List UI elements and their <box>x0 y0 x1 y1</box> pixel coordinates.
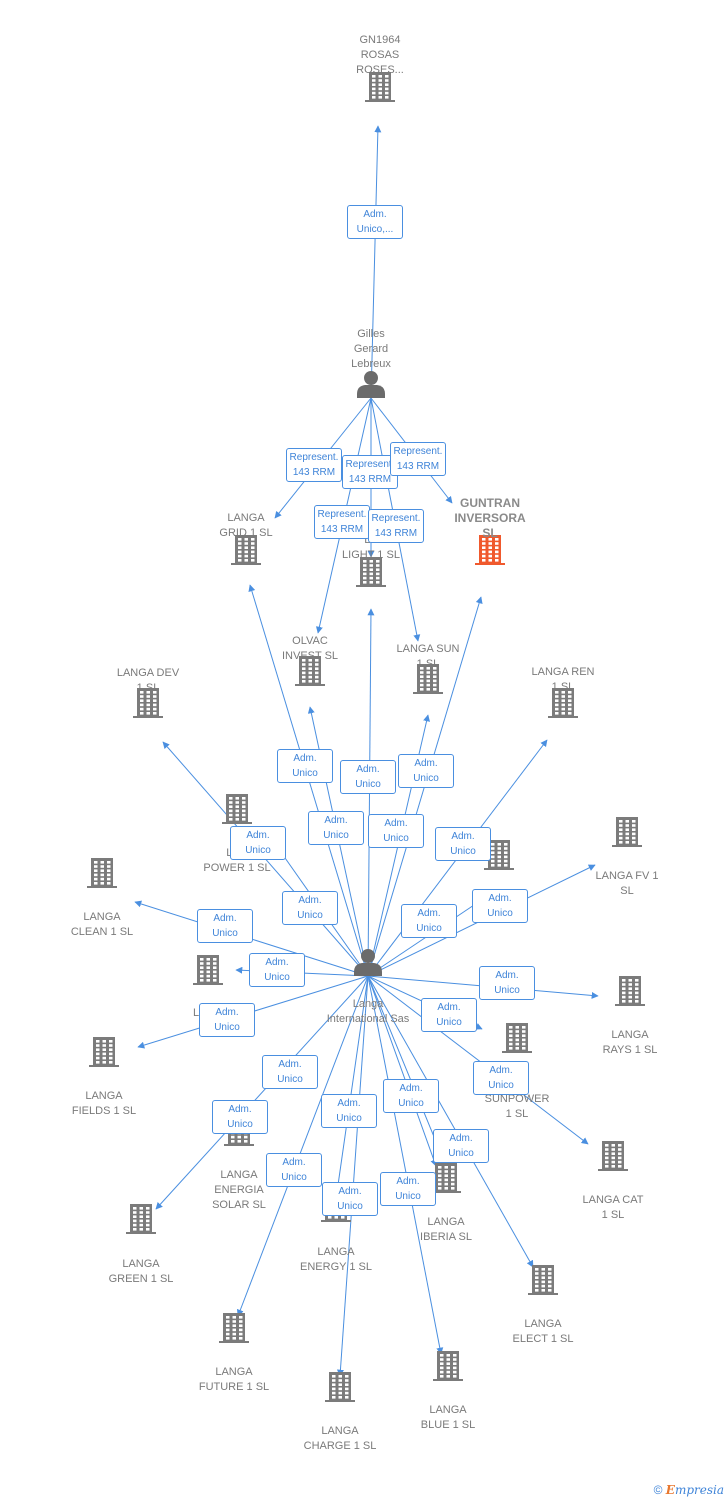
building-icon-olvac[interactable] <box>295 656 325 686</box>
edge-label-langa_grid: Represent. 143 RRM <box>286 448 342 482</box>
building-icon-langa_fv[interactable] <box>612 817 642 847</box>
edge-label-langa_blue: Adm. Unico <box>380 1172 436 1206</box>
edge-label-langa_elect: Adm. Unico <box>322 1182 378 1216</box>
node-label-gn1964[interactable]: GN1964 ROSAS ROSES... <box>356 34 404 76</box>
edge-label-langa_sun: Adm. Unico <box>368 814 424 848</box>
building-icon-langa_grid[interactable] <box>231 535 261 565</box>
building-icon-guntran[interactable] <box>475 535 505 565</box>
node-label-langa_green[interactable]: LANGA GREEN 1 SL <box>108 1258 174 1285</box>
building-icon-langa_green[interactable] <box>126 1204 156 1234</box>
node-label-olvac[interactable]: OLVAC INVEST SL <box>281 635 339 662</box>
building-icon-langa_elect[interactable] <box>528 1265 558 1295</box>
edge-label-langa_future: Adm. Unico <box>433 1129 489 1163</box>
edge-label-langa_green: Adm. Unico <box>212 1100 268 1134</box>
edge-label-langa_energy: Adm. Unico <box>262 1055 318 1089</box>
edge-label-langa_light: Adm. Unico <box>340 760 396 794</box>
edge-langa_intl-to-langa_green <box>155 975 369 1210</box>
building-icon-langa_sun[interactable] <box>413 664 443 694</box>
edge-label-langa_grid: Adm. Unico <box>277 749 333 783</box>
edge-label-langa_power: Adm. Unico <box>282 891 338 925</box>
person-icon-gilles[interactable] <box>357 371 385 398</box>
edge-langa_intl-to-langa_cat <box>367 975 589 1145</box>
edge-langa_intl-to-langa_elect <box>367 975 534 1268</box>
building-icon-langa_ren[interactable] <box>548 688 578 718</box>
edge-langa_intl-to-langa_blue <box>367 975 444 1355</box>
node-label-guntran[interactable]: GUNTRAN INVERSORA SL <box>454 496 526 540</box>
building-icon-langa_rays[interactable] <box>615 976 645 1006</box>
edge-label-langa_charge: Adm. Unico <box>266 1153 322 1187</box>
node-label-langa_future[interactable]: LANGA FUTURE 1 SL <box>198 1366 270 1393</box>
edge-label-langa_rays: Adm. Unico <box>479 966 535 1000</box>
edge-label-langa_dev: Adm. Unico <box>230 826 286 860</box>
node-label-langa_ren[interactable]: LANGA REN 1 SL <box>531 666 595 693</box>
edge-langa_intl-to-langa_future <box>236 975 369 1317</box>
building-icon-langa_one[interactable] <box>193 955 223 985</box>
node-label-langa_fields[interactable]: LANGA FIELDS 1 SL <box>71 1090 137 1117</box>
edge-label-langa_fv: Adm. Unico <box>472 889 528 923</box>
building-icon-langa_dev[interactable] <box>133 688 163 718</box>
node-label-langa_intl[interactable]: Langa International Sas <box>326 998 410 1025</box>
edge-langa_intl-to-langa_energia <box>367 975 438 1167</box>
copyright-icon: © <box>653 1483 663 1497</box>
edge-label-olvac: Represent. 143 RRM <box>314 505 370 539</box>
node-label-langa_energia[interactable]: LANGA ENERGIA SOLAR SL <box>212 1169 266 1211</box>
building-icon-langa_charge[interactable] <box>325 1372 355 1402</box>
brand-logo: Empresia <box>665 1483 724 1497</box>
edge-label-gn1964: Adm. Unico,... <box>347 205 403 239</box>
edge-langa_intl-to-langa_energy <box>333 975 369 1200</box>
building-icon-langa_power[interactable] <box>222 794 252 824</box>
edge-label-langa_sunpower: Adm. Unico <box>421 998 477 1032</box>
building-icon-langa_light[interactable] <box>356 557 386 587</box>
edge-label-langa_ren: Adm. Unico <box>435 827 491 861</box>
edge-label-guntran: Represent. 143 RRM <box>390 442 446 476</box>
node-label-langa_iberia[interactable]: LANGA IBERIA SL <box>420 1216 472 1243</box>
footer-brand[interactable]: © Empresia <box>654 1483 724 1497</box>
node-label-langa_energy[interactable]: LANGA ENERGY 1 SL <box>300 1246 372 1273</box>
edge-label-guntran: Adm. Unico <box>398 754 454 788</box>
node-label-langa_sun[interactable]: LANGA SUN 1 SL <box>396 643 460 670</box>
building-icon-langa_blue[interactable] <box>433 1351 463 1381</box>
building-icon-langa_sunpower[interactable] <box>502 1023 532 1053</box>
edge-label-langa_clean: Adm. Unico <box>197 909 253 943</box>
edge-label-langa_iberia: Adm. Unico <box>321 1094 377 1128</box>
building-icon-langa_clean[interactable] <box>87 858 117 888</box>
edge-label-langa_fields: Adm. Unico <box>199 1003 255 1037</box>
node-label-langa_rays[interactable]: LANGA RAYS 1 SL <box>602 1029 658 1056</box>
edge-label-langa_one: Adm. Unico <box>249 953 305 987</box>
node-label-langa_charge[interactable]: LANGA CHARGE 1 SL <box>303 1425 377 1452</box>
node-label-gilles[interactable]: Gilles Gerard Lebreux <box>351 328 391 370</box>
edge-label-langa_c: Adm. Unico <box>401 904 457 938</box>
building-icon-langa_iberia[interactable] <box>431 1163 461 1193</box>
building-icon-langa_fields[interactable] <box>89 1037 119 1067</box>
building-icon-langa_cat[interactable] <box>598 1141 628 1171</box>
building-icon-langa_c[interactable] <box>484 840 514 870</box>
building-icon-gn1964[interactable] <box>365 72 395 102</box>
edge-label-langa_energia: Adm. Unico <box>383 1079 439 1113</box>
node-label-langa_grid[interactable]: LANGA GRID 1 SL <box>219 512 273 539</box>
edge-langa_intl-to-langa_charge <box>336 975 369 1377</box>
edge-gilles-to-gn1964 <box>370 125 382 399</box>
edge-label-langa_cat: Adm. Unico <box>473 1061 529 1095</box>
edge-label-olvac: Adm. Unico <box>308 811 364 845</box>
node-label-langa_dev[interactable]: LANGA DEV 1 SL <box>116 667 180 694</box>
edge-label-langa_sun: Represent. 143 RRM <box>368 509 424 543</box>
node-label-langa_fv[interactable]: LANGA FV 1 SL <box>595 870 659 897</box>
node-label-langa_clean[interactable]: LANGA CLEAN 1 SL <box>70 911 134 938</box>
person-icon-langa_intl[interactable] <box>354 949 382 976</box>
node-label-langa_blue[interactable]: LANGA BLUE 1 SL <box>420 1404 476 1431</box>
building-icon-langa_future[interactable] <box>219 1313 249 1343</box>
node-label-langa_cat[interactable]: LANGA CAT 1 SL <box>582 1194 644 1221</box>
node-label-langa_elect[interactable]: LANGA ELECT 1 SL <box>512 1318 574 1345</box>
edge-label-langa_light: Represent. 143 RRM <box>342 455 398 489</box>
